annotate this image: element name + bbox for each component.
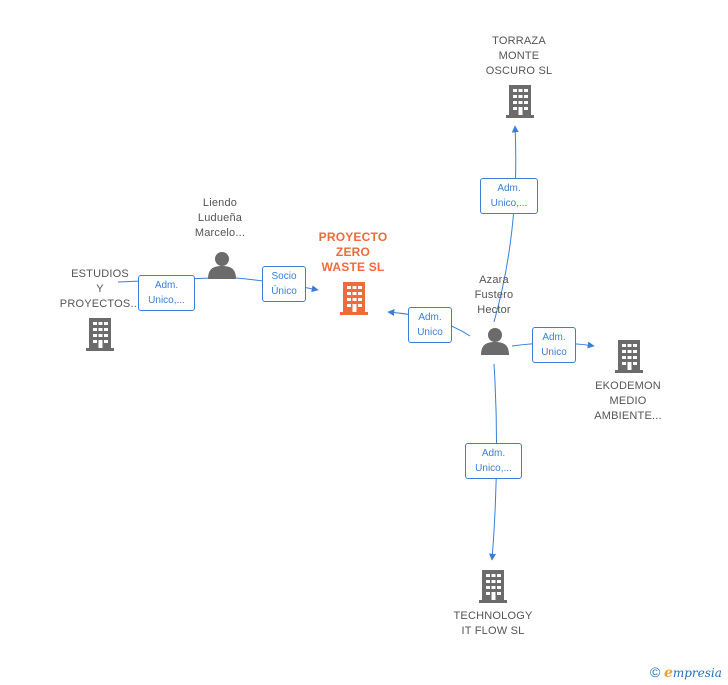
label-line: PROYECTO	[318, 230, 388, 244]
label-line: Marcelo...	[194, 227, 246, 239]
relation-azara-ekodemon[interactable]: Adm. Unico	[532, 327, 576, 363]
relation-line: Unico,...	[490, 198, 528, 209]
node-torraza-label[interactable]: TORRAZA MONTE OSCURO SL	[470, 34, 568, 79]
brand-footer[interactable]: © empresia	[650, 664, 722, 681]
relation-line: Socio	[271, 271, 297, 282]
relation-azara-proyecto[interactable]: Adm. Unico	[408, 307, 452, 343]
node-ekodemon-label[interactable]: EKODEMON MEDIO AMBIENTE...	[580, 379, 676, 424]
node-technology-label[interactable]: TECHNOLOGY IT FLOW SL	[443, 609, 543, 639]
label-line: TECHNOLOGY	[453, 610, 533, 622]
relation-line: Unico,...	[475, 463, 512, 474]
technology-building-icon[interactable]	[479, 570, 507, 603]
label-line: OSCURO SL	[485, 65, 553, 77]
label-line: PROYECTOS...	[59, 298, 141, 310]
relation-line: Unico,...	[148, 295, 185, 306]
label-line: IT FLOW SL	[461, 625, 525, 637]
torraza-building-icon[interactable]	[506, 85, 534, 118]
relation-line: Único	[271, 286, 297, 297]
node-estudios-label[interactable]: ESTUDIOS Y PROYECTOS...	[52, 267, 148, 312]
relation-azara-technology[interactable]: Adm. Unico,...	[465, 443, 522, 479]
relation-line: Adm.	[481, 448, 506, 459]
azara-person-icon[interactable]	[481, 328, 509, 355]
liendo-person-icon[interactable]	[208, 252, 236, 279]
label-line: Fustero	[474, 289, 514, 301]
label-line: Hector	[477, 304, 511, 316]
label-line: ZERO	[335, 245, 371, 259]
relation-line: Unico	[541, 347, 567, 358]
relation-liendo-proyecto[interactable]: Socio Único	[262, 266, 306, 302]
label-line: Y	[96, 283, 104, 295]
brand-logo-text: mpresia	[672, 666, 722, 680]
relation-line: Adm.	[154, 280, 179, 291]
label-line: TORRAZA	[492, 35, 546, 47]
relation-azara-torraza[interactable]: Adm. Unico,...	[480, 178, 538, 214]
copyright-icon: ©	[650, 664, 661, 680]
node-azara-label[interactable]: Azara Fustero Hector	[458, 273, 530, 318]
label-line: EKODEMON	[595, 380, 661, 392]
relation-estudios-liendo[interactable]: Adm. Unico,...	[138, 275, 195, 311]
label-line: Liendo	[202, 197, 238, 209]
edge-azara-torraza	[493, 125, 519, 323]
label-line: Ludueña	[197, 212, 243, 224]
brand-logo-initial: e	[663, 665, 673, 681]
relation-line: Unico	[417, 327, 443, 338]
node-proyecto-zero-label[interactable]: PROYECTO ZERO WASTE SL	[308, 230, 398, 275]
ekodemon-building-icon[interactable]	[615, 340, 643, 373]
label-line: AMBIENTE...	[594, 410, 662, 422]
relation-line: Adm.	[418, 312, 442, 323]
label-line: WASTE SL	[321, 260, 385, 274]
relation-line: Adm.	[497, 183, 521, 194]
proyecto-zero-building-icon[interactable]	[340, 282, 368, 315]
node-liendo-label[interactable]: Liendo Ludueña Marcelo...	[180, 196, 260, 241]
label-line: ESTUDIOS	[71, 268, 129, 280]
label-line: MONTE	[498, 50, 540, 62]
relation-line: Adm.	[542, 332, 566, 343]
label-line: MEDIO	[609, 395, 647, 407]
estudios-building-icon[interactable]	[86, 318, 114, 351]
label-line: Azara	[479, 274, 509, 286]
